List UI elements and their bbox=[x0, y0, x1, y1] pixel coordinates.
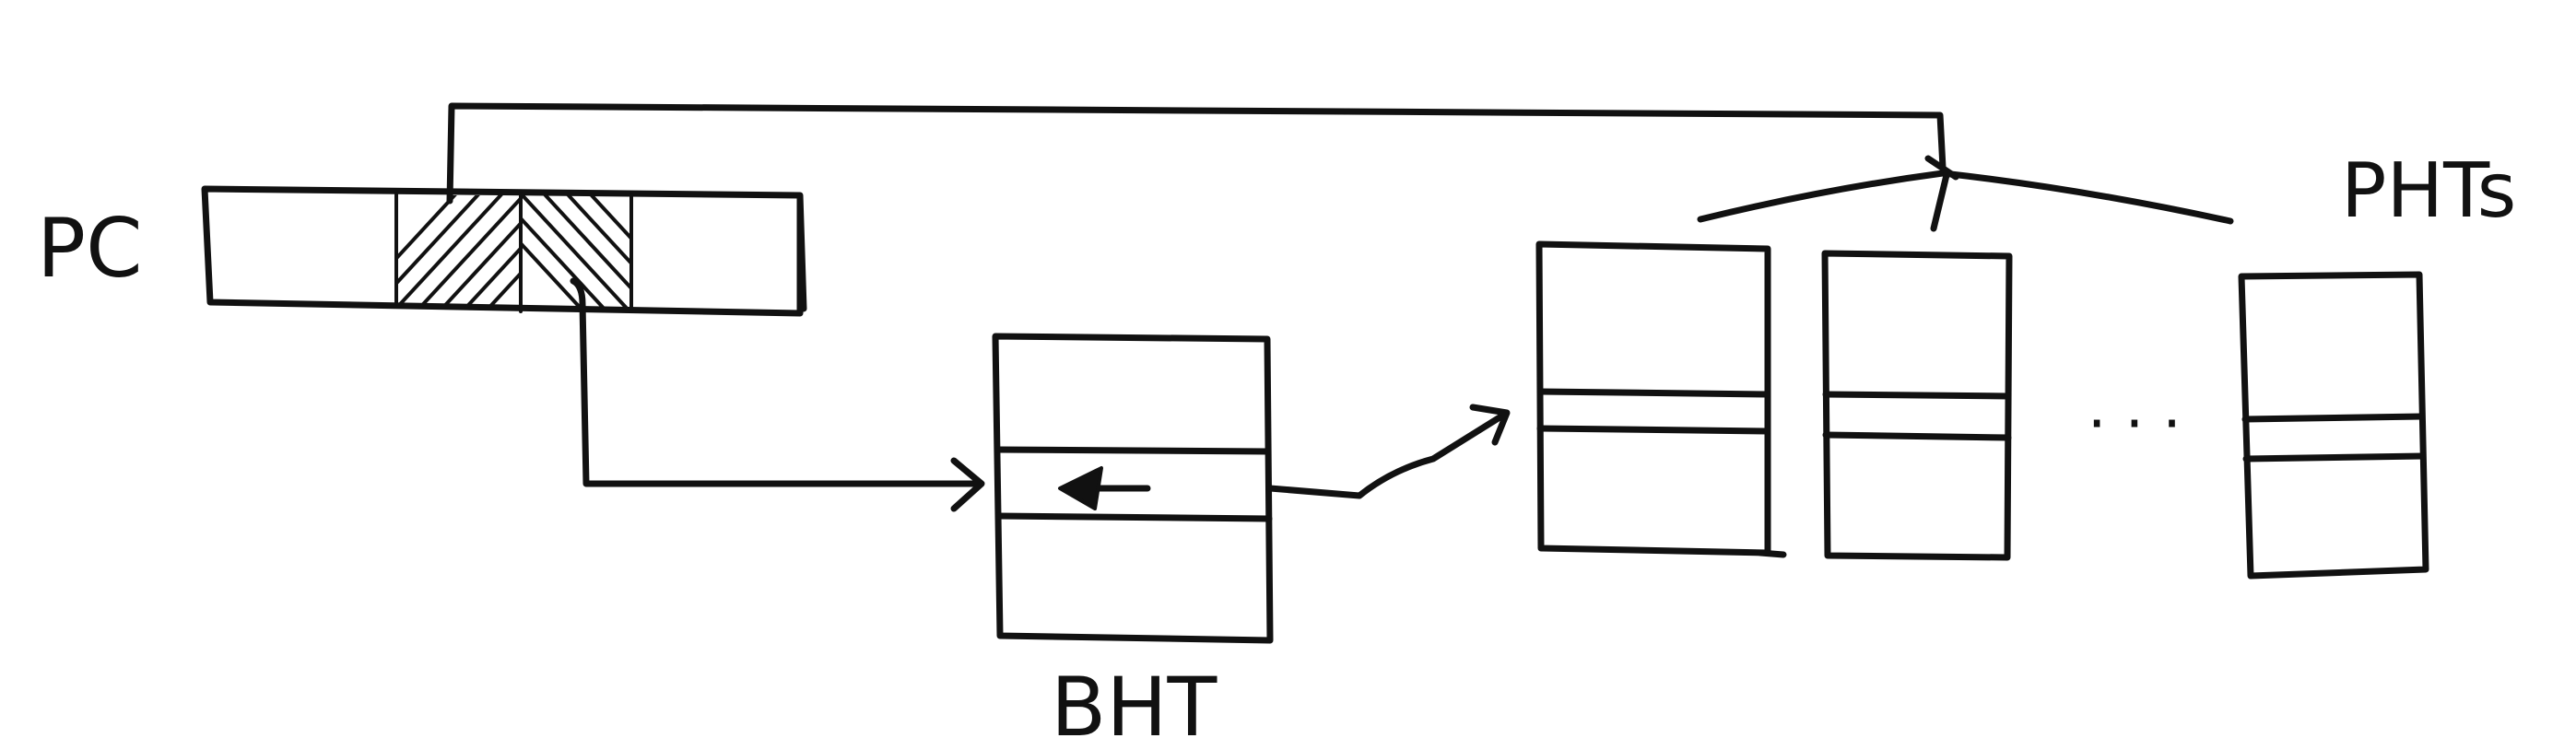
pht-2-row-line-1 bbox=[1822, 391, 2012, 400]
pht-1-row-line-1 bbox=[1536, 388, 1771, 398]
pht-bracket bbox=[1697, 170, 2234, 225]
bht-row-line-2 bbox=[994, 512, 1273, 522]
pht-2-row-line-2 bbox=[1822, 431, 2012, 441]
bht-index-arrowhead bbox=[950, 457, 985, 512]
pc-hatched-field-branch-address bbox=[396, 195, 521, 308]
pht-1-bottom-extension bbox=[1757, 549, 1787, 558]
pht-select-tick bbox=[1924, 155, 1959, 232]
bht-table bbox=[992, 333, 1274, 644]
bht-to-pht-line bbox=[1266, 411, 1508, 499]
pht-select-line bbox=[446, 102, 1947, 205]
pht-table-2 bbox=[1821, 250, 2013, 561]
bht-label: BHT bbox=[1051, 660, 1218, 738]
pht-ellipsis: · · · bbox=[2088, 391, 2182, 459]
pht-1-row-line-2 bbox=[1536, 425, 1771, 435]
pht-1-outline bbox=[1535, 240, 1771, 556]
bht-row-line-1 bbox=[994, 446, 1272, 455]
pc-register bbox=[201, 185, 807, 317]
pht-table-n bbox=[2238, 271, 2429, 580]
bht-index-line bbox=[570, 277, 981, 487]
bht-outline bbox=[992, 333, 1274, 644]
pht-2-outline bbox=[1821, 250, 2013, 561]
bht-to-pht-arrowhead bbox=[1469, 404, 1511, 446]
pht-n-outline bbox=[2238, 271, 2429, 580]
pc-hatched-field-bht-index bbox=[521, 195, 631, 310]
phts-label: PHTs bbox=[2341, 147, 2516, 235]
pc-label: PC bbox=[37, 201, 143, 296]
pc-register-outline bbox=[201, 185, 807, 317]
pht-n-row-line-1 bbox=[2241, 413, 2426, 423]
pht-table-1 bbox=[1535, 240, 1787, 558]
bht-entry-arrowhead bbox=[1058, 466, 1103, 510]
pht-n-row-line-2 bbox=[2242, 452, 2427, 463]
